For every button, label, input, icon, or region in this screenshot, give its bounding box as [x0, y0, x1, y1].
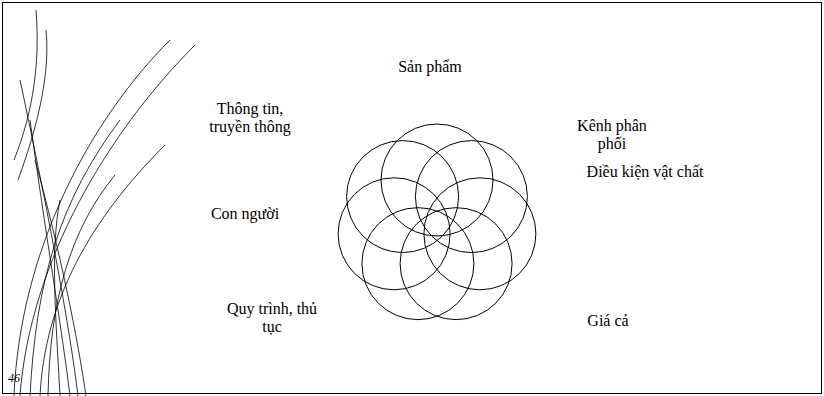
factor-label: Con người [185, 205, 305, 223]
factor-label: Thông tin, truyền thông [200, 100, 300, 137]
factor-label: Giá cả [558, 312, 658, 330]
factor-circle [400, 208, 512, 320]
factor-label: Quy trình, thủ tục [218, 300, 326, 337]
factor-circle [415, 141, 527, 253]
factor-circle [347, 141, 459, 253]
factor-circle [338, 178, 450, 290]
factor-circle [362, 208, 474, 320]
factor-label: Điều kiện vật chất [586, 163, 704, 181]
factor-circle [424, 178, 536, 290]
factor-label: Sản phẩm [370, 58, 490, 76]
page-number: 46 [8, 372, 48, 386]
slide-frame [3, 3, 822, 394]
factor-label: Kênh phân phối [569, 117, 655, 154]
decor-swooshes [14, 10, 195, 396]
overlapping-circles [338, 124, 536, 320]
